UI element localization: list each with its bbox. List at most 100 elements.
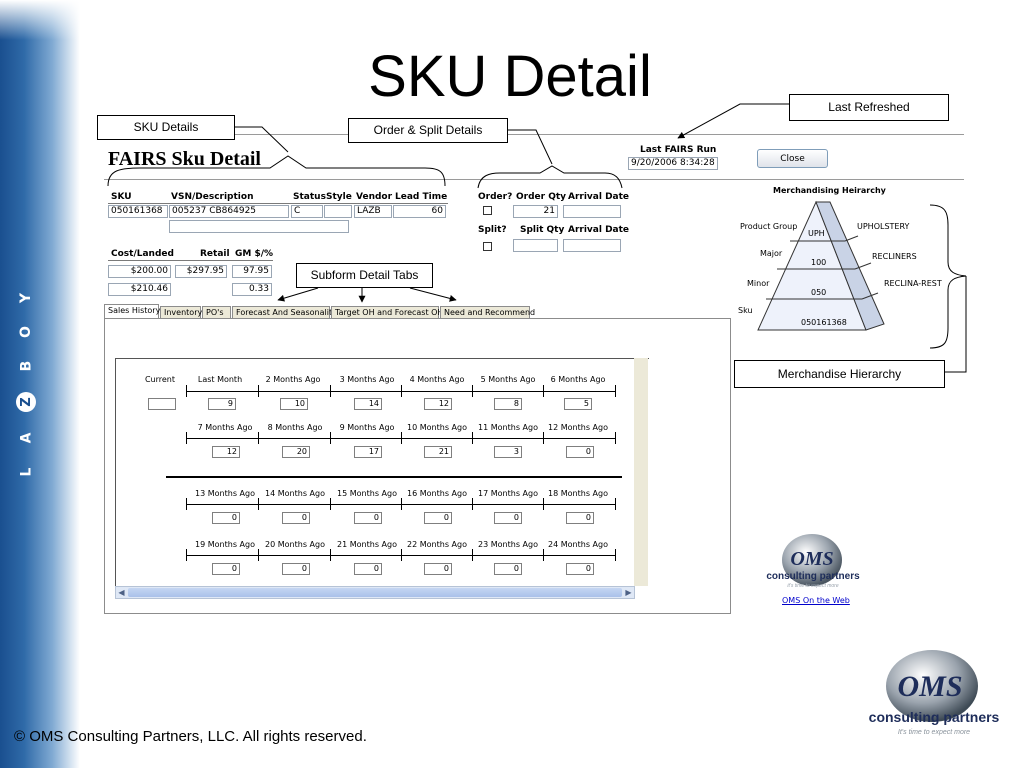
- callout-sku-details: SKU Details: [97, 115, 235, 140]
- sales-value[interactable]: 12: [424, 398, 452, 410]
- sales-value[interactable]: 12: [212, 446, 240, 458]
- vertical-scrollbar[interactable]: [634, 358, 648, 586]
- row-tick: [186, 432, 187, 444]
- description-field[interactable]: [169, 220, 349, 233]
- merch-level-label: Major: [760, 249, 783, 258]
- month-label: 5 Months Ago: [480, 375, 536, 384]
- row-tick: [258, 385, 259, 397]
- sales-value[interactable]: 0: [566, 512, 594, 524]
- sales-value[interactable]: 0: [282, 512, 310, 524]
- order-qty-field[interactable]: 21: [513, 205, 558, 218]
- sales-value[interactable]: 0: [212, 512, 240, 524]
- row-tick: [330, 549, 331, 561]
- connector-last-refreshed: [677, 103, 789, 139]
- sales-value[interactable]: 0: [354, 563, 382, 575]
- row-tick: [186, 385, 187, 397]
- month-label: Last Month: [197, 375, 243, 384]
- col-sku: SKU: [111, 192, 132, 202]
- sales-value[interactable]: 0: [282, 563, 310, 575]
- tab-inventory[interactable]: Inventory: [160, 306, 202, 318]
- col-cost: Cost/Landed: [111, 249, 174, 259]
- row-tick: [615, 385, 616, 397]
- scroll-right-icon[interactable]: ▶: [625, 588, 632, 597]
- merch-pyramid: [757, 200, 885, 331]
- status-field[interactable]: C: [291, 205, 323, 218]
- tab-target-oh[interactable]: Target OH and Forecast OH: [331, 306, 443, 318]
- order-qty-label: Order Qty: [516, 192, 567, 202]
- tab-need-recommend[interactable]: Need and Recommend: [440, 306, 535, 318]
- order-checkbox[interactable]: [483, 206, 492, 215]
- sales-value[interactable]: 21: [424, 446, 452, 458]
- sales-value[interactable]: 0: [566, 446, 594, 458]
- sales-value[interactable]: 9: [208, 398, 236, 410]
- oms-large-tagline: consulting partners: [869, 709, 1000, 725]
- col-retail: Retail: [200, 249, 230, 259]
- split-qty-field[interactable]: [513, 239, 558, 252]
- scroll-thumb[interactable]: [128, 588, 622, 597]
- horizontal-scrollbar[interactable]: ◀ ▶: [115, 586, 635, 599]
- month-label: 8 Months Ago: [267, 423, 323, 432]
- row-tick: [401, 549, 402, 561]
- col-gm: GM $/%: [235, 249, 274, 259]
- callout-subform-tabs: Subform Detail Tabs: [296, 263, 433, 288]
- col-status: Status: [293, 192, 326, 202]
- gm-percent-field[interactable]: 0.33: [232, 283, 272, 296]
- retail-field[interactable]: $297.95: [175, 265, 227, 278]
- oms-web-link[interactable]: OMS On the Web: [782, 596, 850, 605]
- oms-small-logo: OMS consulting partners it's time to exp…: [766, 534, 860, 589]
- split-checkbox[interactable]: [483, 242, 492, 251]
- merch-level-name: UPHOLSTERY: [857, 222, 910, 231]
- arrival-date-field[interactable]: [563, 205, 621, 218]
- sales-value[interactable]: 0: [354, 512, 382, 524]
- lead-time-field[interactable]: 60: [393, 205, 446, 218]
- row-tick: [472, 432, 473, 444]
- sales-value[interactable]: 0: [424, 563, 452, 575]
- month-label: Current: [144, 375, 176, 384]
- style-field[interactable]: [324, 205, 352, 218]
- vsn-field[interactable]: 005237 CB864925: [169, 205, 289, 218]
- callout-merch-hierarchy: Merchandise Hierarchy: [734, 360, 945, 388]
- close-button[interactable]: Close: [757, 149, 828, 168]
- row-tick: [615, 549, 616, 561]
- tab-forecast-seasonality[interactable]: Forecast And Seasonality: [232, 306, 337, 318]
- gm-dollar-field[interactable]: 97.95: [232, 265, 272, 278]
- row-tick: [258, 432, 259, 444]
- sales-value[interactable]: 5: [564, 398, 592, 410]
- sales-value[interactable]: 20: [282, 446, 310, 458]
- sales-value[interactable]: 3: [494, 446, 522, 458]
- merch-level-label: Product Group: [740, 222, 798, 231]
- oms-large-logo: OMS consulting partners It's time to exp…: [869, 650, 1000, 736]
- scroll-left-icon[interactable]: ◀: [118, 588, 125, 597]
- tab-sales-history[interactable]: Sales History: [104, 304, 160, 319]
- sales-value[interactable]: 8: [494, 398, 522, 410]
- landed-field[interactable]: $210.46: [108, 283, 171, 296]
- col-lead-time: Lead Time: [395, 192, 448, 202]
- sales-value[interactable]: 17: [354, 446, 382, 458]
- sales-value[interactable]: 0: [212, 563, 240, 575]
- split-arrival-field[interactable]: [563, 239, 621, 252]
- row-tick: [472, 498, 473, 510]
- tab-pos[interactable]: PO's: [202, 306, 231, 318]
- oms-small-slogan: it's time to expect more: [787, 583, 838, 589]
- row-tick: [472, 385, 473, 397]
- sales-value[interactable]: 0: [566, 563, 594, 575]
- sales-value-current[interactable]: [148, 398, 176, 410]
- month-label: 11 Months Ago: [478, 423, 538, 432]
- form-title: FAIRS Sku Detail: [108, 148, 261, 170]
- last-run-field[interactable]: 9/20/2006 8:34:28 AM: [628, 157, 718, 170]
- merch-level-code: 100: [811, 258, 827, 267]
- row-tick: [543, 432, 544, 444]
- sales-value[interactable]: 0: [494, 512, 522, 524]
- brace-merch: [929, 204, 967, 349]
- sales-value[interactable]: 10: [280, 398, 308, 410]
- form-header-rule: [104, 179, 964, 180]
- sku-field[interactable]: 050161368: [108, 205, 168, 218]
- cost-field[interactable]: $200.00: [108, 265, 171, 278]
- sales-value[interactable]: 0: [494, 563, 522, 575]
- sales-value[interactable]: 14: [354, 398, 382, 410]
- merch-level-label: Minor: [747, 279, 770, 288]
- sales-value[interactable]: 0: [424, 512, 452, 524]
- merch-level-code: UPH: [808, 229, 825, 238]
- vendor-field[interactable]: LAZB: [354, 205, 392, 218]
